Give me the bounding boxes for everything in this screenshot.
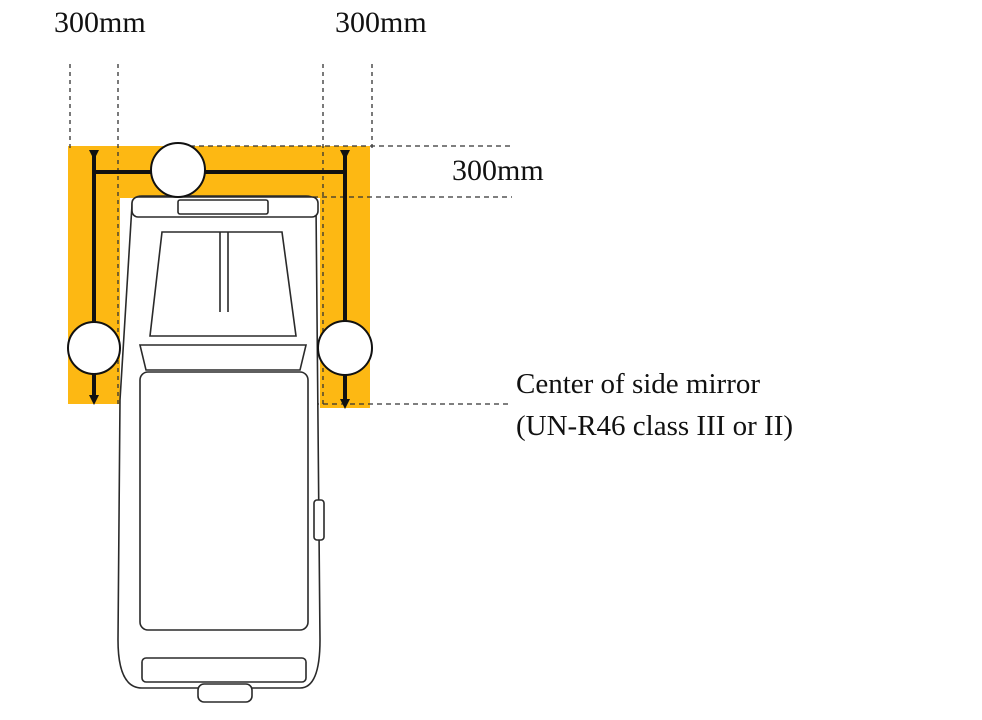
vertical-dashed-guides xyxy=(69,64,373,405)
label-left-width: 300mm xyxy=(54,6,146,39)
grille xyxy=(177,199,269,215)
label-mirror-class: (UN-R46 class III or II) xyxy=(516,410,794,442)
label-right-width: 300mm xyxy=(335,6,427,39)
windshield xyxy=(149,231,297,337)
side-step xyxy=(313,499,325,541)
rear-bumper xyxy=(141,657,307,683)
marker-front-center xyxy=(150,142,206,198)
cab-roof-front xyxy=(138,344,308,371)
roof xyxy=(139,371,309,631)
label-front-depth: 300mm xyxy=(452,154,544,187)
label-mirror-center: Center of side mirror xyxy=(516,368,761,400)
vehicle-top-view xyxy=(117,195,325,703)
position-markers xyxy=(67,142,373,376)
marker-left-mirror xyxy=(67,321,121,375)
spare-tire xyxy=(197,683,253,703)
marker-right-mirror xyxy=(317,320,373,376)
